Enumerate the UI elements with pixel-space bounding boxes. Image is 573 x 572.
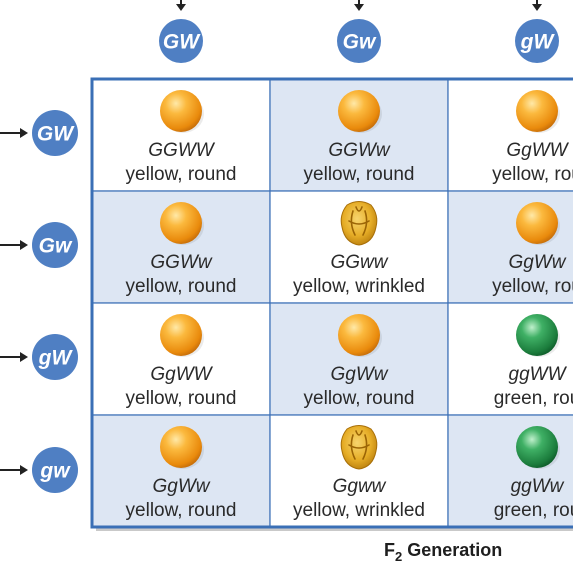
side-gamete-GW: GW [0, 110, 78, 156]
arrow-right-icon [20, 240, 28, 250]
generation-caption: F2 Generation [384, 540, 502, 564]
top-gamete-Gw: Gw [337, 0, 381, 63]
genotype-label: GGWW [148, 140, 215, 161]
side-gamete-gw: gw [0, 447, 78, 493]
arrow-down-icon [532, 4, 542, 11]
yellow-round-pea-icon [516, 202, 560, 245]
gamete-circle [337, 19, 381, 63]
genotype-label: ggWW [509, 364, 568, 385]
phenotype-label: yellow, round [304, 164, 415, 185]
caption-main: F [384, 540, 395, 560]
yellow-round-pea-icon [160, 314, 204, 357]
top-gamete-gW: gW [515, 0, 559, 63]
phenotype-label: yellow, round [126, 276, 237, 297]
gamete-circle [515, 19, 559, 63]
gamete-circle [32, 110, 78, 156]
top-gamete-GW: GW [159, 0, 203, 63]
phenotype-label: green, rou [494, 388, 573, 409]
gamete-label: gw [39, 460, 71, 483]
phenotype-label: yellow, rou [492, 164, 573, 185]
grid-outer-border [90, 77, 573, 529]
punnett-grid [90, 77, 573, 531]
gamete-label: GW [163, 31, 201, 54]
arrow-down-icon [354, 4, 364, 11]
phenotype-label: yellow, round [126, 164, 237, 185]
genotype-label: GGWw [150, 252, 212, 273]
genotype-label: GgWw [153, 476, 211, 497]
gamete-label: gW [38, 347, 74, 370]
genotype-label: GgWw [331, 364, 389, 385]
caption-rest: Generation [402, 540, 502, 560]
side-gamete-Gw: Gw [0, 222, 78, 268]
phenotype-label: green, rou [494, 500, 573, 521]
side-gamete-gW: gW [0, 334, 78, 380]
yellow-round-pea-icon [516, 90, 560, 133]
arrow-down-icon [176, 4, 186, 11]
gamete-labels: GW Gw gW GW Gw gW gw [0, 0, 559, 493]
genotype-label: GgWw [509, 252, 567, 273]
genotype-label: Ggww [333, 476, 387, 497]
gamete-label: gW [520, 31, 556, 54]
caption-subscript: 2 [395, 549, 402, 564]
gamete-circle [32, 222, 78, 268]
green-round-pea-icon [516, 426, 560, 469]
arrow-right-icon [20, 465, 28, 475]
arrow-right-icon [20, 128, 28, 138]
phenotype-label: yellow, wrinkled [293, 500, 425, 521]
arrow-right-icon [20, 352, 28, 362]
yellow-wrinkled-pea-icon [340, 425, 378, 470]
genotype-label: GGWw [328, 140, 390, 161]
gamete-label: Gw [343, 31, 377, 54]
green-round-pea-icon [516, 314, 560, 357]
yellow-round-pea-icon [338, 314, 382, 357]
phenotype-label: yellow, round [126, 500, 237, 521]
genotype-label: GgWW [506, 140, 569, 161]
yellow-round-pea-icon [160, 202, 204, 245]
phenotype-label: yellow, round [126, 388, 237, 409]
phenotype-label: yellow, round [304, 388, 415, 409]
phenotype-label: yellow, wrinkled [293, 276, 425, 297]
gamete-label: Gw [39, 235, 73, 258]
yellow-round-pea-icon [338, 90, 382, 133]
gamete-circle [159, 19, 203, 63]
phenotype-label: yellow, rou [492, 276, 573, 297]
gamete-circle [32, 447, 78, 493]
yellow-round-pea-icon [160, 426, 204, 469]
gamete-circle [32, 334, 78, 380]
genotype-label: ggWw [511, 476, 565, 497]
genotype-label: GGww [331, 252, 389, 273]
yellow-wrinkled-pea-icon [340, 201, 378, 246]
gamete-label: GW [37, 123, 75, 146]
genotype-label: GgWW [150, 364, 213, 385]
yellow-round-pea-icon [160, 90, 204, 133]
